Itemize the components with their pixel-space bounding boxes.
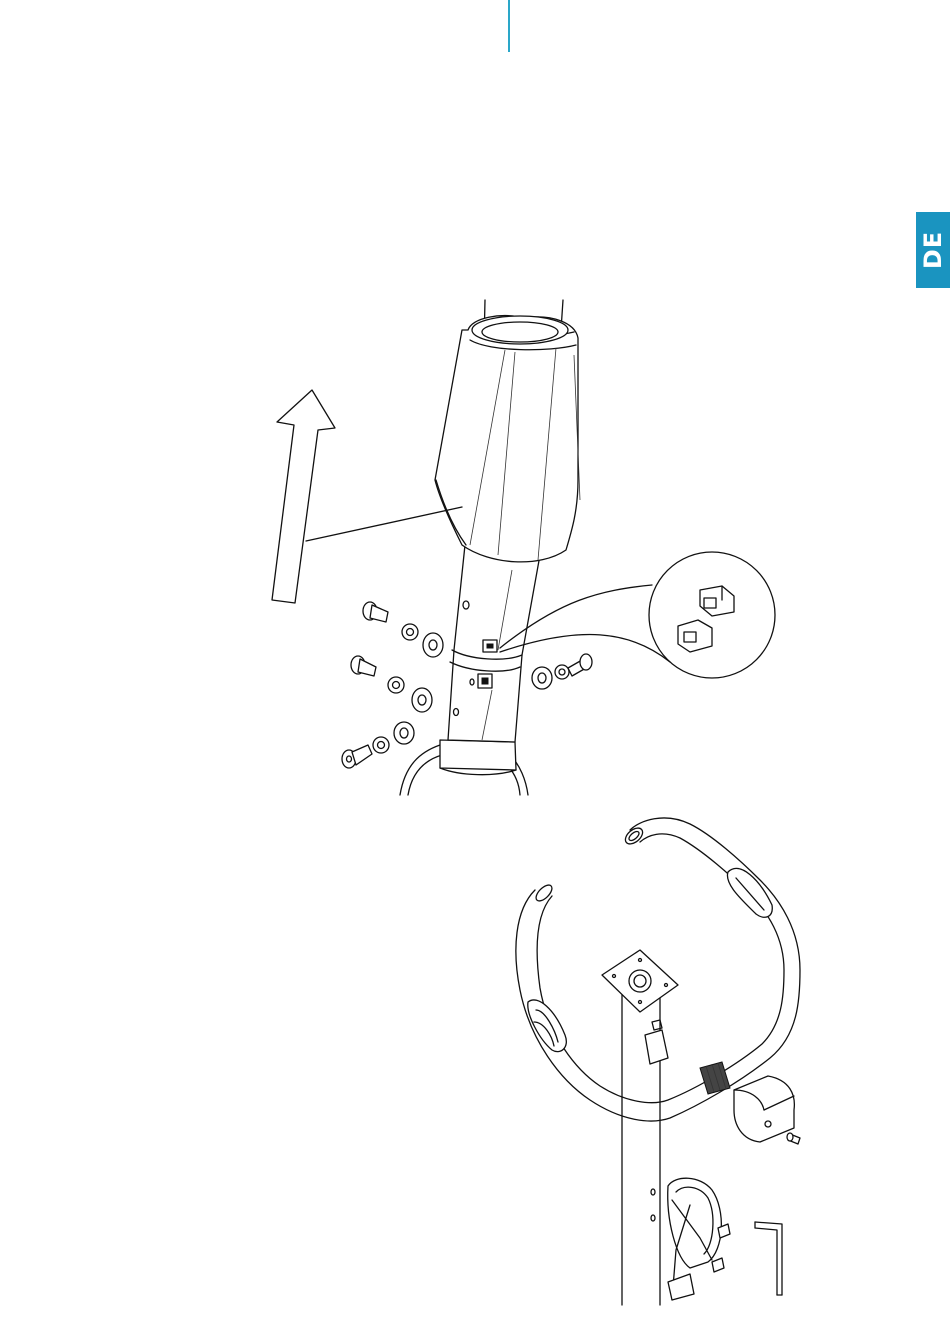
mast-cover-assembly-illustration — [272, 300, 775, 795]
bolt-row-bottom — [342, 722, 414, 768]
bolt-row-top — [363, 602, 443, 657]
bolt-row-middle — [351, 656, 432, 712]
bolt-row-right — [532, 654, 592, 689]
handlebar-assembly-illustration — [516, 818, 800, 1305]
